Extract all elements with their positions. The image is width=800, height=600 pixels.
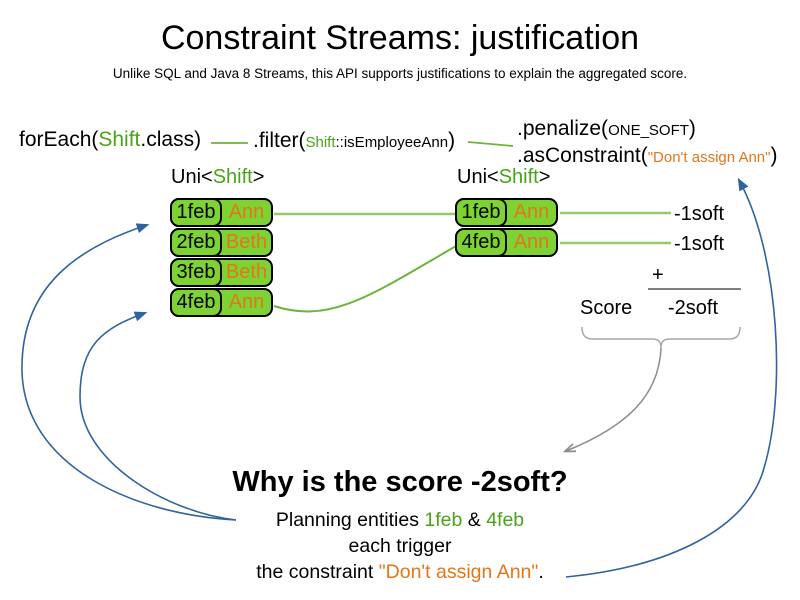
- shift-row-2feb-beth: Beth 2feb: [170, 228, 273, 257]
- line1-entity-1feb: 1feb: [424, 509, 463, 531]
- shift-row-3feb-beth: Beth 3feb: [170, 258, 273, 287]
- employee-cell: Ann: [513, 201, 550, 223]
- score-total: -2soft: [668, 297, 719, 319]
- code-foreach-class: Shift: [98, 128, 141, 151]
- code-asconstraint: .asConstraint("Don't assign Ann"): [517, 144, 777, 168]
- date-cell: 1feb: [455, 198, 507, 227]
- code-penalize-pre: .penalize(: [517, 117, 609, 140]
- employee-cell: Ann: [228, 201, 265, 223]
- employee-cell: Beth: [225, 261, 268, 283]
- line1-entity-4feb: 4feb: [486, 509, 525, 531]
- code-filter-pre: .filter(: [253, 129, 306, 152]
- date-cell: 2feb: [170, 228, 222, 257]
- blue-arrow-constraint-to-asconstraint: [565, 177, 778, 578]
- penalty-value-2: -1soft: [674, 233, 725, 255]
- blue-arrow-entities-to-1feb: [21, 223, 237, 521]
- explanation-line2: each trigger: [348, 535, 452, 557]
- explanation-heading: Why is the score -2soft?: [232, 466, 568, 498]
- shift-row-4feb-ann: Ann 4feb: [455, 228, 558, 257]
- line3-constraint-name: "Don't assign Ann": [378, 561, 539, 583]
- code-foreach-post: .class): [140, 128, 202, 151]
- right-label-post: >: [538, 166, 551, 188]
- code-filter-close: ): [448, 129, 456, 152]
- shift-row-1feb-ann: Ann 1feb: [170, 198, 273, 227]
- code-foreach-pre: forEach(: [19, 128, 99, 151]
- code-penalize-close: ): [688, 117, 696, 140]
- penalty-value-1: -1soft: [674, 203, 725, 225]
- date-cell: 1feb: [170, 198, 222, 227]
- code-foreach: forEach(Shift.class): [19, 128, 201, 152]
- shift-row-1feb-ann: Ann 1feb: [455, 198, 558, 227]
- code-penalize-arg: ONE_SOFT: [608, 122, 689, 139]
- code-filter-method: ::isEmployeeAnn: [335, 134, 449, 151]
- subtitle: Unlike SQL and Java 8 Streams, this API …: [112, 66, 688, 81]
- code-asconstraint-pre: .asConstraint(: [517, 144, 648, 167]
- gray-arrow-brace-to-why: [566, 347, 662, 451]
- left-stream-table: Ann 1feb Beth 2feb Beth 3feb Ann 4feb: [170, 198, 273, 318]
- line3-pre: the constraint: [256, 561, 379, 583]
- left-stream-label: Uni<Shift>: [171, 166, 264, 189]
- right-stream-label: Uni<Shift>: [457, 166, 550, 189]
- employee-cell: Beth: [225, 231, 268, 253]
- right-stream-table: Ann 1feb Ann 4feb: [455, 198, 558, 258]
- employee-cell: Ann: [513, 231, 550, 253]
- score-label: Score: [580, 297, 633, 319]
- date-cell: 3feb: [170, 258, 222, 287]
- page-title: Constraint Streams: justification: [160, 19, 640, 57]
- code-asconstraint-arg: "Don't assign Ann": [647, 149, 771, 166]
- line3-post: .: [538, 561, 544, 583]
- explanation-line3: the constraint "Don't assign Ann".: [100, 559, 700, 585]
- date-cell: 4feb: [455, 228, 507, 257]
- score-brace: [581, 326, 741, 349]
- connector-filter-to-penalize: [467, 141, 514, 147]
- code-penalize: .penalize(ONE_SOFT): [517, 117, 696, 141]
- explanation: Why is the score -2soft? Planning entiti…: [100, 466, 700, 585]
- left-label-post: >: [252, 166, 265, 188]
- connector-left4feb-to-right4feb: [273, 245, 457, 313]
- plus-sign: +: [652, 264, 664, 286]
- left-label-pre: Uni<: [171, 166, 213, 188]
- employee-cell: Ann: [228, 291, 265, 313]
- line1-pre: Planning entities: [275, 509, 425, 531]
- line1-amp: &: [462, 509, 487, 531]
- explanation-line1: Planning entities 1feb & 4feb: [100, 507, 700, 533]
- shift-row-4feb-ann: Ann 4feb: [170, 288, 273, 317]
- code-filter-class: Shift: [305, 134, 336, 151]
- right-label-pre: Uni<: [457, 166, 499, 188]
- code-filter: .filter(Shift::isEmployeeAnn): [253, 129, 455, 153]
- left-label-type: Shift: [212, 166, 253, 188]
- code-asconstraint-close: ): [770, 144, 778, 167]
- blue-arrow-entities-to-4feb: [79, 311, 237, 521]
- right-label-type: Shift: [498, 166, 539, 188]
- date-cell: 4feb: [170, 288, 222, 317]
